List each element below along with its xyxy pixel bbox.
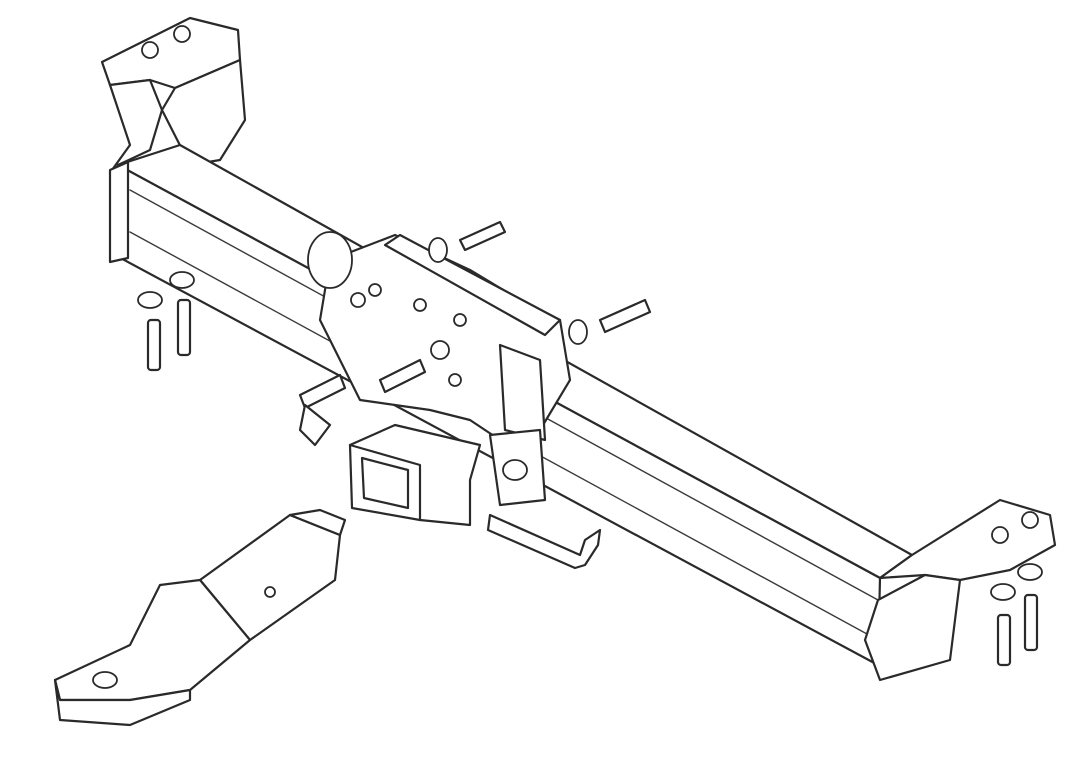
hitch-pin — [486, 513, 602, 570]
center-plate — [307, 231, 572, 442]
ball-mount — [53, 508, 347, 727]
right-mounting-bracket — [863, 498, 1057, 682]
bolts-and-washers — [137, 220, 1043, 667]
left-mounting-bracket — [100, 16, 247, 192]
receiver-tube — [348, 423, 547, 527]
